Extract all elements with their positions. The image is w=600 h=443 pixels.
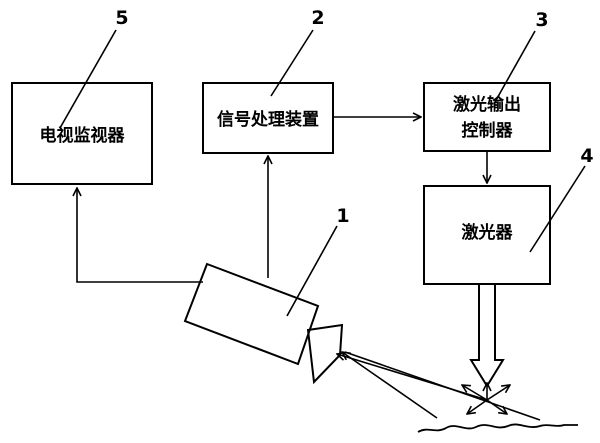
ref-number-signal-processor: 2 (311, 7, 324, 29)
laser-controller-label-line1: 激光输出 (453, 94, 521, 115)
signal-processor-label: 信号处理装置 (217, 109, 319, 130)
tv-monitor-label: 电视监视器 (40, 125, 126, 146)
laser-label: 激光器 (462, 222, 514, 243)
laser-controller-box: 激光输出 控制器 (423, 82, 551, 152)
workpiece-surface (417, 423, 578, 433)
ref-number-laser: 4 (580, 145, 593, 167)
reflection-rays (337, 352, 541, 421)
camera-lens (306, 323, 344, 385)
laser-beam-arrow (469, 283, 505, 388)
signal-processor-box: 信号处理装置 (202, 82, 334, 154)
laser-box: 激光器 (423, 185, 551, 285)
arrow-camera-to-monitor (77, 188, 203, 283)
laser-controller-label-line2: 控制器 (462, 120, 514, 141)
ref-number-tv-monitor: 5 (115, 7, 128, 29)
camera (183, 262, 344, 385)
ref-number-camera: 1 (336, 205, 349, 227)
ref-number-laser-controller: 3 (535, 9, 548, 31)
camera-body (183, 262, 320, 366)
tv-monitor-box: 电视监视器 (11, 82, 153, 185)
leader-lines (59, 29, 586, 317)
